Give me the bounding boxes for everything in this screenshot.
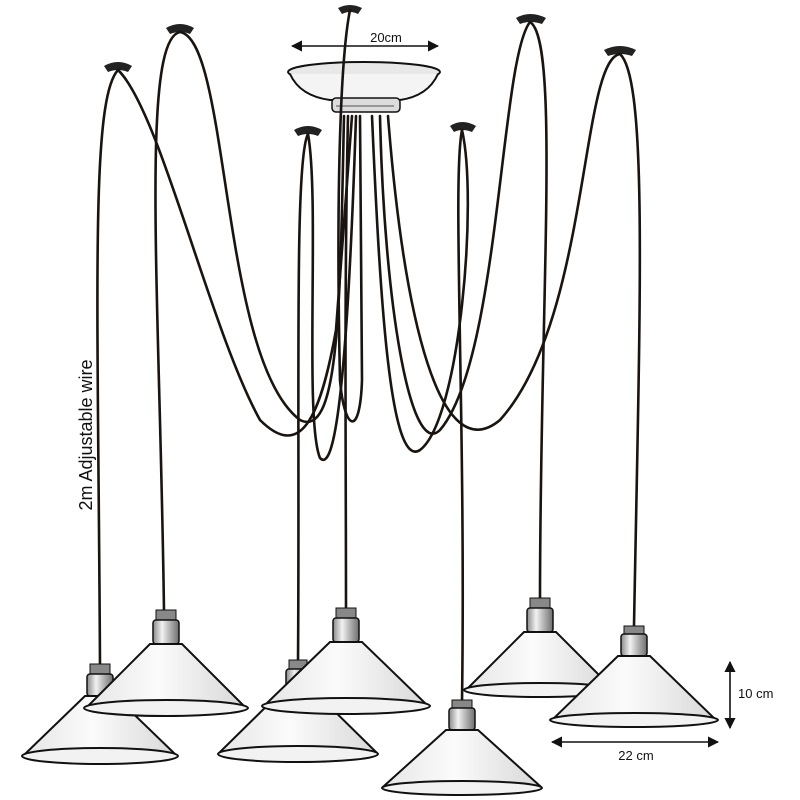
wire [154,30,182,614]
wire [378,20,532,435]
ceiling-hook [104,62,132,72]
wire [457,128,465,704]
wire [344,114,350,612]
canopy-width-label: 20cm [370,30,402,45]
wire [116,68,354,437]
ceiling-hook [516,14,546,24]
ceiling-hook [166,24,194,34]
wire [96,68,120,666]
lamp [21,663,179,765]
ceiling-hook [604,46,636,56]
ceiling-hook [450,122,476,132]
lamp [83,609,249,717]
ceiling-hook [294,126,322,136]
wire [370,114,470,453]
wire [306,114,358,462]
shade-height-dimension: 10 cm [724,660,773,730]
wire [618,52,642,628]
wire [528,20,548,602]
lamp [381,699,543,796]
lamps [21,597,719,796]
shade-width-dimension: 22 cm [550,736,720,763]
shade-height-label: 10 cm [738,686,773,701]
canopy-width-dimension: 20cm [290,30,440,52]
canopy [287,61,441,113]
shade-width-label: 22 cm [618,748,653,763]
wires [96,8,642,704]
lamp [217,659,379,763]
wire [386,52,622,431]
lamp [463,597,617,698]
wire-length-label: 2m Adjustable wire [76,359,96,510]
wire [337,8,364,423]
lamp [549,625,719,728]
ceiling-hooks [104,5,636,136]
lamp [261,607,431,715]
wire [296,132,310,664]
